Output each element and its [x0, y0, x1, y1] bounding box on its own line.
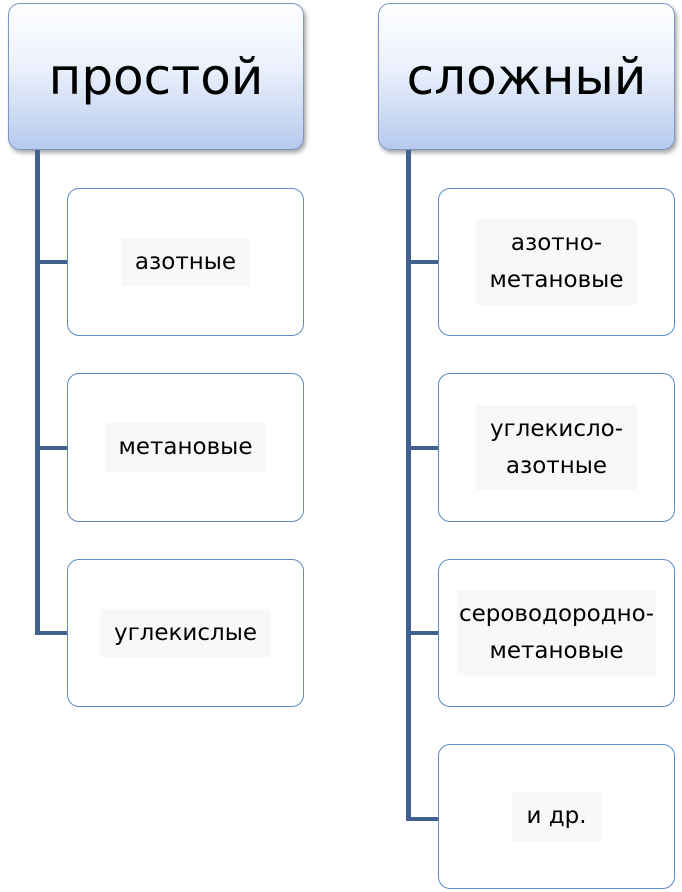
card-h2s-methane-label: сероводородно- метановые [456, 590, 657, 676]
card-etc: и др. [438, 744, 675, 889]
left-connector-branch [35, 446, 67, 450]
header-complex: сложный [378, 3, 675, 150]
card-carbon-dioxide: углекислые [67, 559, 304, 707]
header-simple: простой [8, 3, 304, 150]
card-etc-label: и др. [512, 792, 601, 841]
card-nitrogen-label: азотные [120, 237, 251, 287]
card-co2-nitrogen-label: углекисло- азотные [475, 404, 638, 491]
right-connector-branch [406, 817, 438, 821]
card-co2-nitrogen: углекисло- азотные [438, 373, 675, 522]
header-complex-label: сложный [406, 47, 647, 106]
card-nitrogen-methane: азотно- метановые [438, 188, 675, 336]
card-h2s-methane: сероводородно- метановые [438, 559, 675, 707]
card-carbon-dioxide-label: углекислые [99, 608, 272, 658]
card-nitrogen-methane-label: азотно- метановые [475, 219, 638, 305]
right-connector-branch [406, 446, 438, 450]
header-simple-label: простой [48, 47, 264, 106]
right-connector-branch [406, 631, 438, 635]
left-connector-branch [35, 631, 67, 635]
right-connector-branch [406, 260, 438, 264]
left-connector-trunk [35, 150, 40, 635]
left-connector-branch [35, 260, 67, 264]
card-nitrogen: азотные [67, 188, 304, 336]
card-methane: метановые [67, 373, 304, 522]
card-methane-label: метановые [104, 423, 267, 472]
right-connector-trunk [406, 150, 411, 820]
